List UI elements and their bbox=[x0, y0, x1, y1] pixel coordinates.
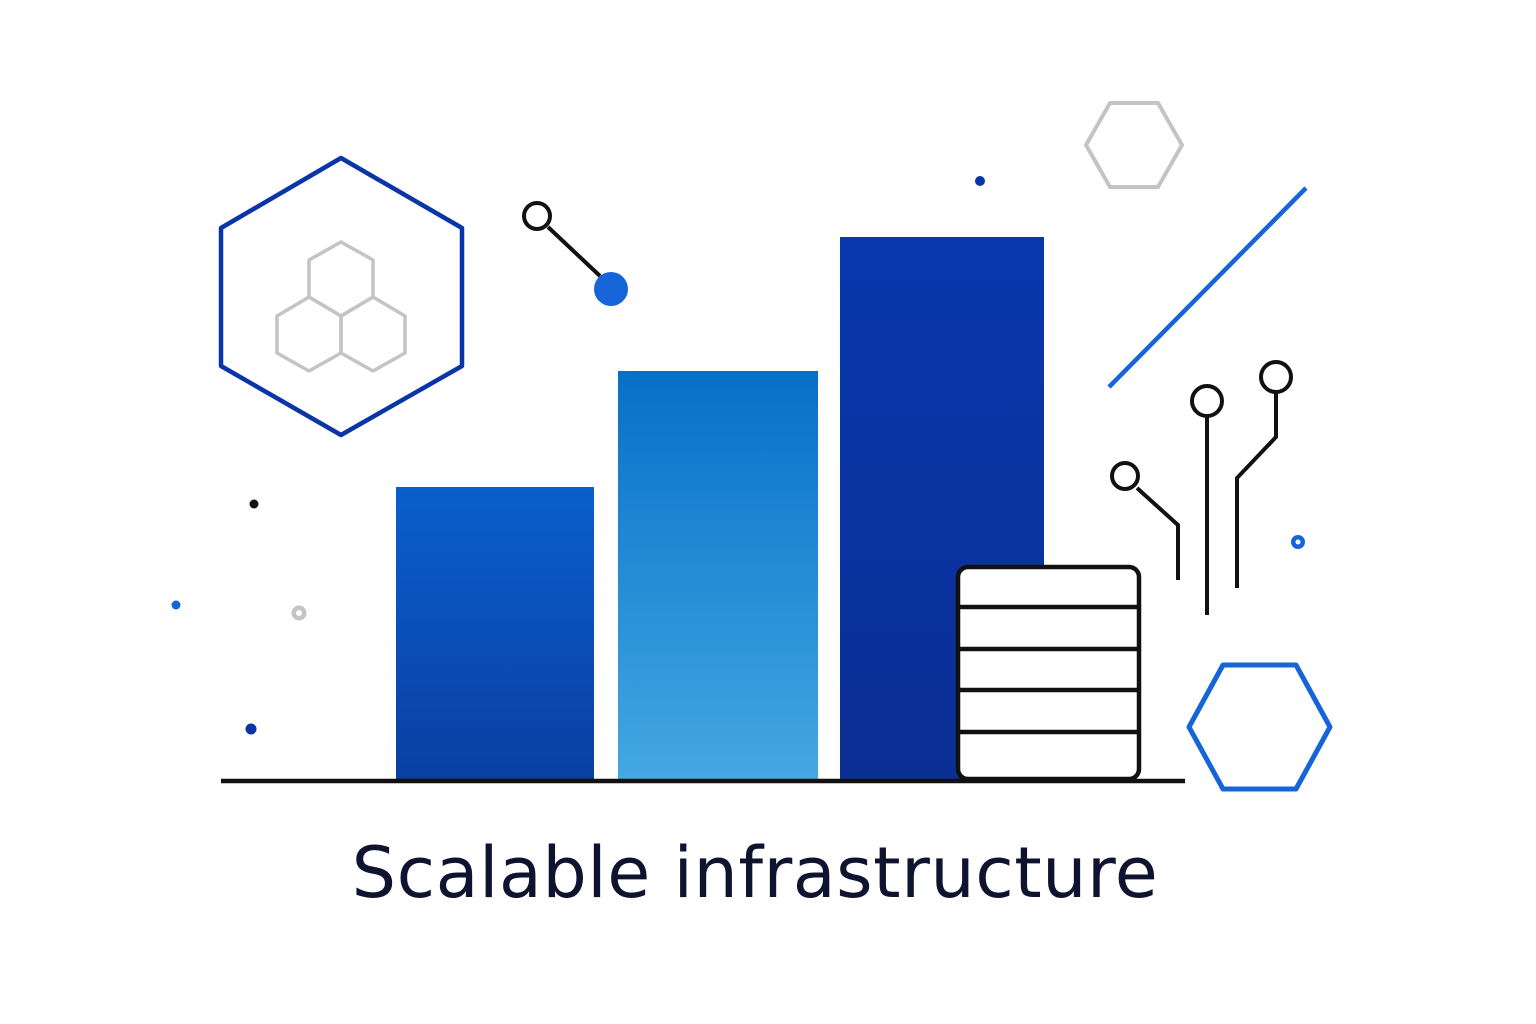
outline-hexagon-icon bbox=[1084, 101, 1184, 189]
outline-hexagon-icon bbox=[1186, 662, 1333, 792]
node-link-icon bbox=[522, 201, 628, 306]
diagonal-line-icon bbox=[1107, 186, 1308, 389]
bar-small bbox=[396, 487, 594, 779]
honeycomb-hexagon-icon bbox=[218, 155, 465, 438]
circuit-traces-icon bbox=[1110, 360, 1293, 615]
decorative-dots bbox=[171, 176, 1305, 735]
database-stack-icon bbox=[955, 564, 1142, 782]
bar-medium bbox=[618, 371, 818, 779]
caption-title: Scalable infrastructure bbox=[351, 832, 1159, 914]
